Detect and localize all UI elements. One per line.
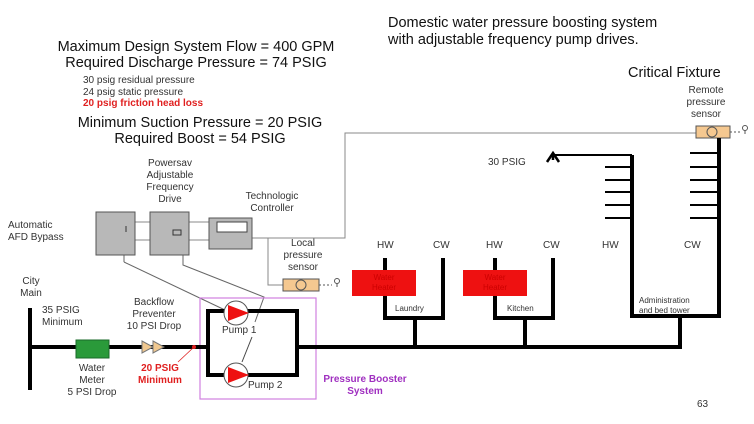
- remote-sensor-wire: [252, 132, 696, 239]
- laundry-water-heater: [352, 270, 416, 296]
- afd-bypass-box[interactable]: [95, 211, 136, 256]
- pump-2[interactable]: [223, 362, 249, 388]
- pump-1-label: Pump 1: [222, 325, 257, 336]
- piping: [28, 138, 721, 390]
- hw-label: HW: [602, 240, 619, 251]
- hw-label: HW: [486, 240, 503, 251]
- local-sensor-wire: [267, 238, 283, 286]
- cw-label: CW: [543, 240, 560, 251]
- kitchen-water-heater: [463, 270, 527, 296]
- hw-label: HW: [377, 240, 394, 251]
- water-meter: [75, 339, 110, 359]
- page-number: 63: [697, 399, 709, 410]
- afd-drive-box[interactable]: [149, 211, 190, 256]
- pump-2-label: Pump 2: [248, 380, 283, 391]
- cw-label: CW: [684, 240, 701, 251]
- laundry-label: Laundry: [395, 304, 424, 313]
- fixture-branches: [605, 152, 719, 219]
- fixture-pressure-label: 30 PSIG: [488, 157, 526, 168]
- pump-1[interactable]: [223, 300, 249, 326]
- local-sensor[interactable]: [282, 278, 340, 292]
- backflow-preventer: [141, 340, 155, 354]
- remote-sensor[interactable]: [695, 125, 748, 139]
- kitchen-label: Kitchen: [507, 304, 534, 313]
- critical-fixture-label: Critical Fixture: [628, 65, 721, 81]
- cw-label: CW: [433, 240, 450, 251]
